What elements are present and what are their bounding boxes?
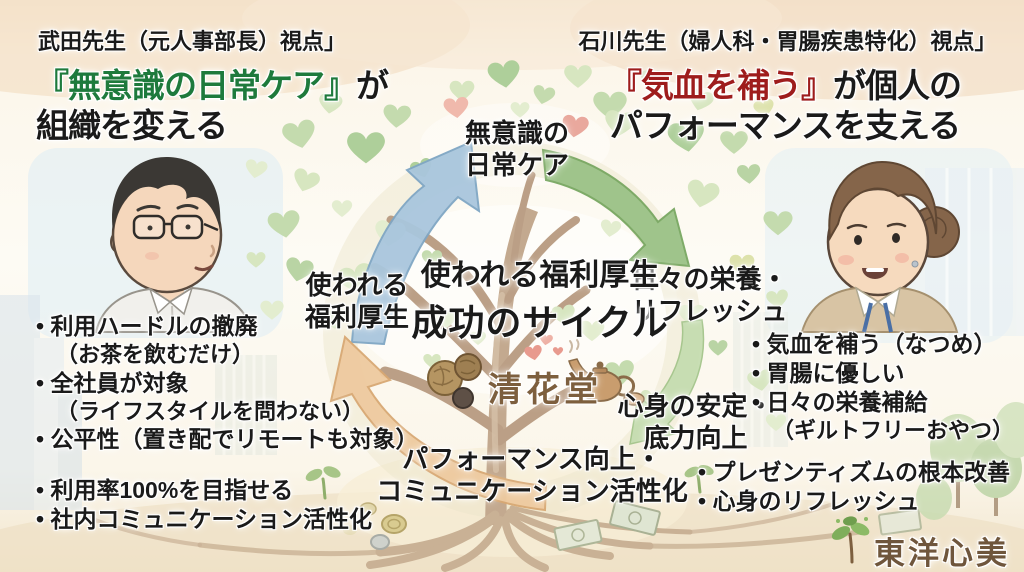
male-expert-portrait bbox=[94, 156, 254, 333]
right-expert-heading: 石川先生（婦人科・胃腸疾患特化）視点」 bbox=[578, 29, 997, 54]
cycle-node-right: 日々の栄養・ リフレッシュ bbox=[631, 264, 788, 326]
right-title-highlight: 『気血を補う』 bbox=[609, 67, 834, 104]
female-expert-portrait bbox=[800, 160, 960, 333]
right-benefit-list: • 気血を補う（なつめ） • 胃腸に優しい • 日々の栄養補給 （ギルトフリーお… bbox=[752, 330, 1014, 445]
cycle-center-title: 使われる福利厚生 成功のサイクル bbox=[375, 250, 705, 346]
left-expert-title: 『無意識の日常ケア』が 組織を変える bbox=[36, 66, 389, 145]
right-expert-title: 『気血を補う』が個人の パフォーマンスを支える bbox=[550, 66, 1020, 145]
coins-and-notes bbox=[343, 500, 922, 551]
cycle-title-line2: 成功のサイクル bbox=[411, 302, 669, 343]
left-expert-heading: 武田先生（元人事部長）視点」 bbox=[38, 29, 347, 54]
jujube-nuts-icon bbox=[427, 353, 482, 409]
left-expert-title-line2: 組織を変える bbox=[36, 106, 228, 144]
right-title-suffix: が個人の bbox=[833, 67, 962, 104]
list-item-sub: （ギルトフリーおやつ） bbox=[772, 417, 1015, 443]
center-brand-name: 清花堂 bbox=[488, 371, 602, 409]
arrow-up-left-blue bbox=[350, 140, 481, 346]
list-item: • プレゼンティズムの根本改善 bbox=[698, 459, 1011, 485]
list-item: • 利用率100%を目指せる bbox=[36, 477, 294, 503]
right-expert-title-line2: パフォーマンスを支える bbox=[609, 106, 961, 144]
cycle-node-top: 無意識の 日常ケア bbox=[464, 118, 569, 180]
list-item: • 心身のリフレッシュ bbox=[698, 487, 920, 514]
sprouts bbox=[305, 464, 714, 500]
list-item-sub: （ライフスタイルを問わない） bbox=[56, 398, 365, 424]
left-benefit-list: • 利用ハードルの撤廃 （お茶を飲むだけ） • 全社員が対象 （ライフスタイルを… bbox=[36, 312, 418, 454]
arrow-bottom-up-orange bbox=[329, 335, 548, 512]
right-expert-title-line1: 『気血を補う』が個人の bbox=[550, 66, 1020, 106]
list-item: • 公平性（置き配でリモートも対象） bbox=[36, 426, 419, 453]
cycle-node-bottom-right: 心身の安定・ 底力向上 bbox=[617, 391, 774, 453]
corner-trees bbox=[916, 402, 1024, 520]
cycle-node-left: 使われる 福利厚生 bbox=[304, 270, 409, 332]
teapot-icon bbox=[568, 339, 645, 406]
left-title-highlight: 『無意識の日常ケア』 bbox=[36, 67, 357, 104]
cycle-title-line1: 使われる福利厚生 bbox=[420, 259, 660, 292]
list-item: • 利用ハードルの撤廃 bbox=[36, 313, 258, 339]
cycle-arrows bbox=[329, 140, 705, 512]
left-result-list: • 利用率100%を目指せる • 社内コミュニケーション活性化 bbox=[36, 476, 372, 534]
list-item-sub: （お茶を飲むだけ） bbox=[56, 341, 255, 367]
corner-logo-plant-icon bbox=[831, 516, 870, 564]
list-item: • 社内コミュニケーション活性化 bbox=[36, 505, 372, 532]
list-item: • 気血を補う（なつめ） bbox=[752, 331, 997, 357]
arrow-right-down-lightgreen bbox=[629, 319, 705, 445]
left-expert-title-line1: 『無意識の日常ケア』が bbox=[36, 66, 389, 106]
list-item: • 胃腸に優しい bbox=[752, 359, 905, 386]
corner-brand-name: 東洋心美 bbox=[874, 536, 1010, 571]
list-item: • 日々の栄養補給 bbox=[752, 388, 928, 415]
cycle-node-bottom: パフォーマンス向上・ コミュニケーション活性化 bbox=[376, 444, 688, 506]
list-item: • 全社員が対象 bbox=[36, 369, 189, 396]
right-result-list: • プレゼンティズムの根本改善 • 心身のリフレッシュ bbox=[698, 458, 1010, 516]
left-title-suffix: が bbox=[356, 67, 389, 104]
arrow-down-right-green bbox=[541, 148, 691, 268]
